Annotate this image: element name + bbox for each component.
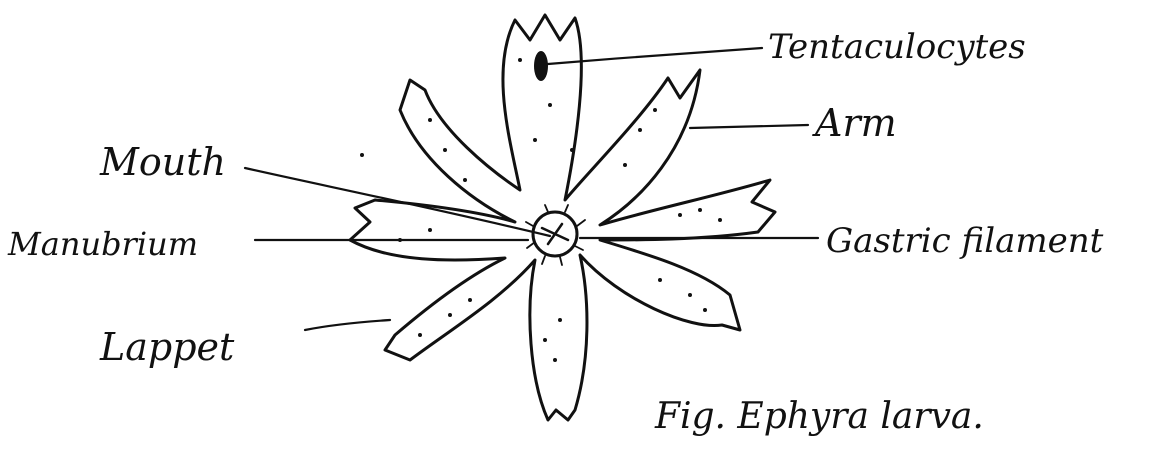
stipple-dots: [360, 58, 722, 362]
leader-arm: [690, 125, 808, 128]
figure-caption: Fig. Ephyra larva.: [654, 396, 984, 437]
label-mouth: Mouth: [99, 140, 226, 184]
label-manubrium: Manubrium: [7, 225, 198, 263]
label-tentaculocytes: Tentaculocytes: [768, 27, 1026, 67]
label-gastric-filament: Gastric filament: [826, 221, 1104, 261]
leader-lappet: [305, 320, 390, 330]
central-disc: [526, 205, 585, 265]
tentaculocyte-spot: [534, 51, 548, 81]
body-outline: [350, 15, 775, 420]
label-lappet: Lappet: [99, 325, 235, 369]
label-arm: Arm: [812, 101, 897, 145]
